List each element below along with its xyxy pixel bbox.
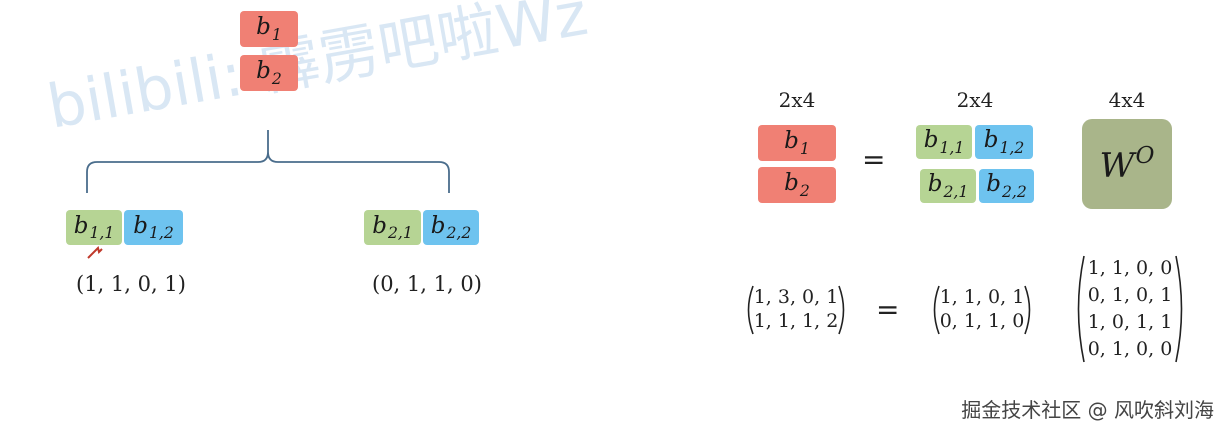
concat-matrix: 1, 1, 0, 1 0, 1, 1, 0 — [928, 285, 1036, 335]
b22-label: b2,2 — [430, 212, 472, 243]
rhs-b11-block: b1,1 — [916, 125, 972, 159]
w-o-matrix-row-3: 1, 0, 1, 1 — [1087, 311, 1173, 333]
head2-vector: (0, 1, 1, 0) — [372, 272, 482, 296]
b21-label: b2,1 — [372, 212, 413, 243]
b22-block: b2,2 — [423, 210, 479, 245]
attribution-footer: 掘金技术社区 @ 风吹斜刘海 — [961, 398, 1214, 422]
result-matrix-row-2: 1, 1, 1, 2 — [753, 310, 839, 332]
b21-block: b2,1 — [364, 210, 421, 245]
w-o-matrix: 1, 1, 0, 0 0, 1, 0, 1 1, 0, 1, 1 0, 1, 0… — [1072, 255, 1188, 363]
w-o-matrix-row-1: 1, 1, 0, 0 — [1087, 257, 1173, 279]
cursor-pointer-icon — [87, 246, 103, 259]
rhs-b12-block: b1,2 — [975, 125, 1033, 159]
b2-label: b2 — [256, 58, 282, 88]
concat-matrix-row-1: 1, 1, 0, 1 — [939, 286, 1025, 308]
rhs-b1-block: b1 — [758, 125, 836, 161]
b11-block: b1,1 — [66, 210, 122, 245]
b1-block: b1 — [240, 11, 298, 47]
dim-w: 4x4 — [1108, 88, 1146, 112]
rhs-b2-block: b2 — [758, 167, 836, 203]
equals-sign-bottom: = — [876, 293, 900, 326]
w-o-matrix-row-4: 0, 1, 0, 0 — [1087, 338, 1173, 360]
b1-label: b1 — [256, 14, 282, 44]
result-matrix: 1, 3, 0, 1 1, 1, 1, 2 — [742, 285, 850, 335]
result-matrix-row-1: 1, 3, 0, 1 — [753, 286, 839, 308]
watermark: bilibili: 霹雳吧啦Wz — [42, 0, 593, 143]
equals-sign-top: = — [862, 143, 886, 176]
w-o-label: WO — [1099, 142, 1155, 186]
concat-matrix-row-2: 0, 1, 1, 0 — [939, 310, 1025, 332]
rhs-b21-label: b2,1 — [927, 171, 969, 201]
rhs-b1-label: b1 — [784, 128, 810, 158]
head1-vector: (1, 1, 0, 1) — [76, 272, 186, 296]
rhs-b11-label: b1,1 — [923, 127, 965, 157]
rhs-b21-block: b2,1 — [920, 169, 976, 203]
b11-label: b1,1 — [73, 212, 115, 243]
b12-block: b1,2 — [124, 210, 183, 245]
dim-concat: 2x4 — [956, 88, 994, 112]
w-o-matrix-row-2: 0, 1, 0, 1 — [1087, 284, 1173, 306]
dim-lhs: 2x4 — [778, 88, 816, 112]
w-o-block: WO — [1082, 119, 1172, 209]
b12-label: b1,2 — [133, 212, 174, 243]
rhs-b2-label: b2 — [784, 170, 810, 200]
rhs-b12-label: b1,2 — [983, 127, 1025, 157]
rhs-b22-label: b2,2 — [986, 171, 1027, 201]
b2-block: b2 — [240, 55, 298, 91]
rhs-b22-block: b2,2 — [979, 169, 1034, 203]
